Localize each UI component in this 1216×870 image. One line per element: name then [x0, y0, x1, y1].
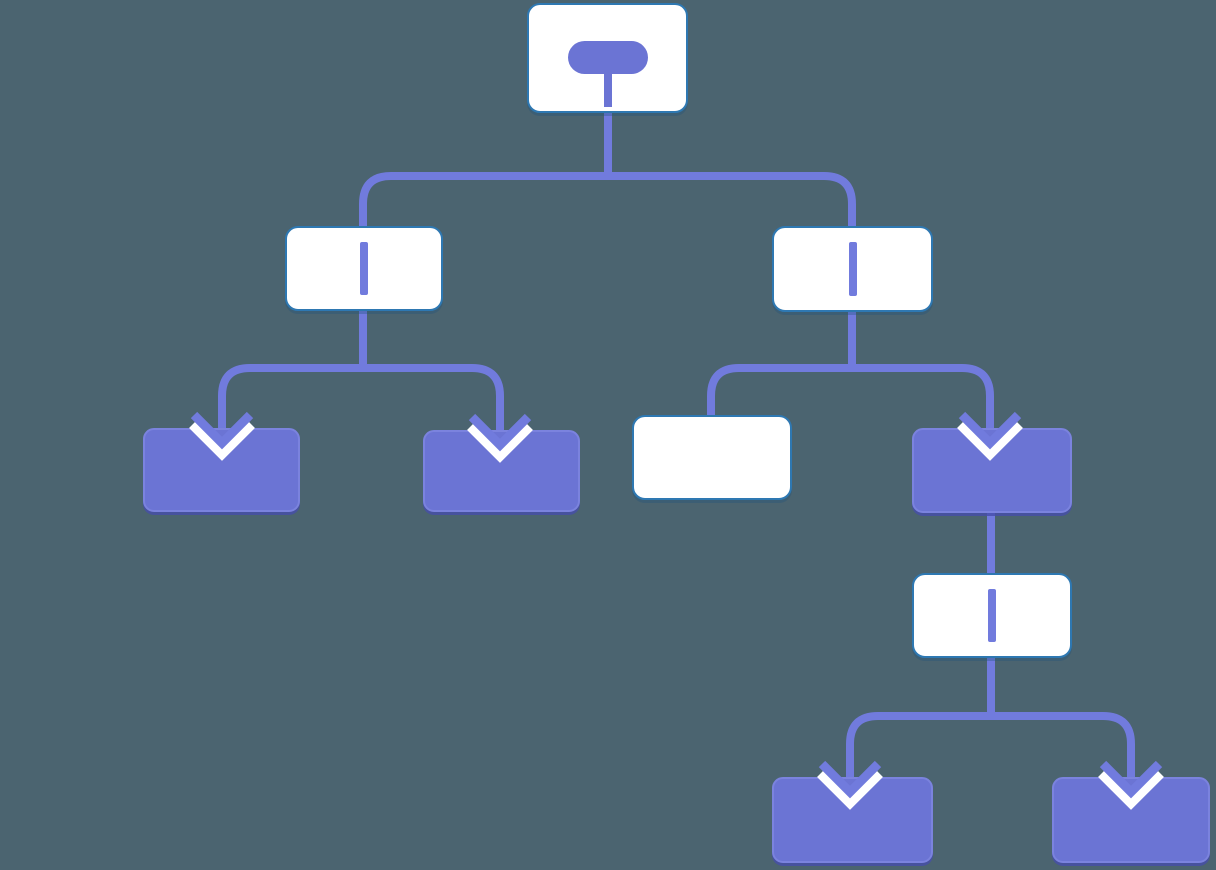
node-branch-right[interactable] [772, 226, 933, 312]
connector-level1-tee [359, 172, 856, 230]
node-right-white[interactable] [632, 415, 792, 500]
node-leaf-left-1[interactable] [143, 428, 300, 512]
node-leaf-left-2[interactable] [423, 430, 580, 512]
node-branch-lower[interactable] [912, 573, 1072, 658]
node-branch-left[interactable] [285, 226, 443, 311]
pill-root-icon [567, 41, 648, 74]
node-right-purple[interactable] [912, 428, 1072, 513]
vertical-line-icon [360, 242, 368, 295]
vertical-line-icon [988, 589, 996, 642]
pill-stem-icon [603, 69, 612, 107]
node-leaf-bottom-2[interactable] [1052, 777, 1210, 863]
node-root[interactable] [527, 3, 688, 113]
node-leaf-bottom-1[interactable] [772, 777, 933, 863]
vertical-line-icon [848, 242, 857, 296]
